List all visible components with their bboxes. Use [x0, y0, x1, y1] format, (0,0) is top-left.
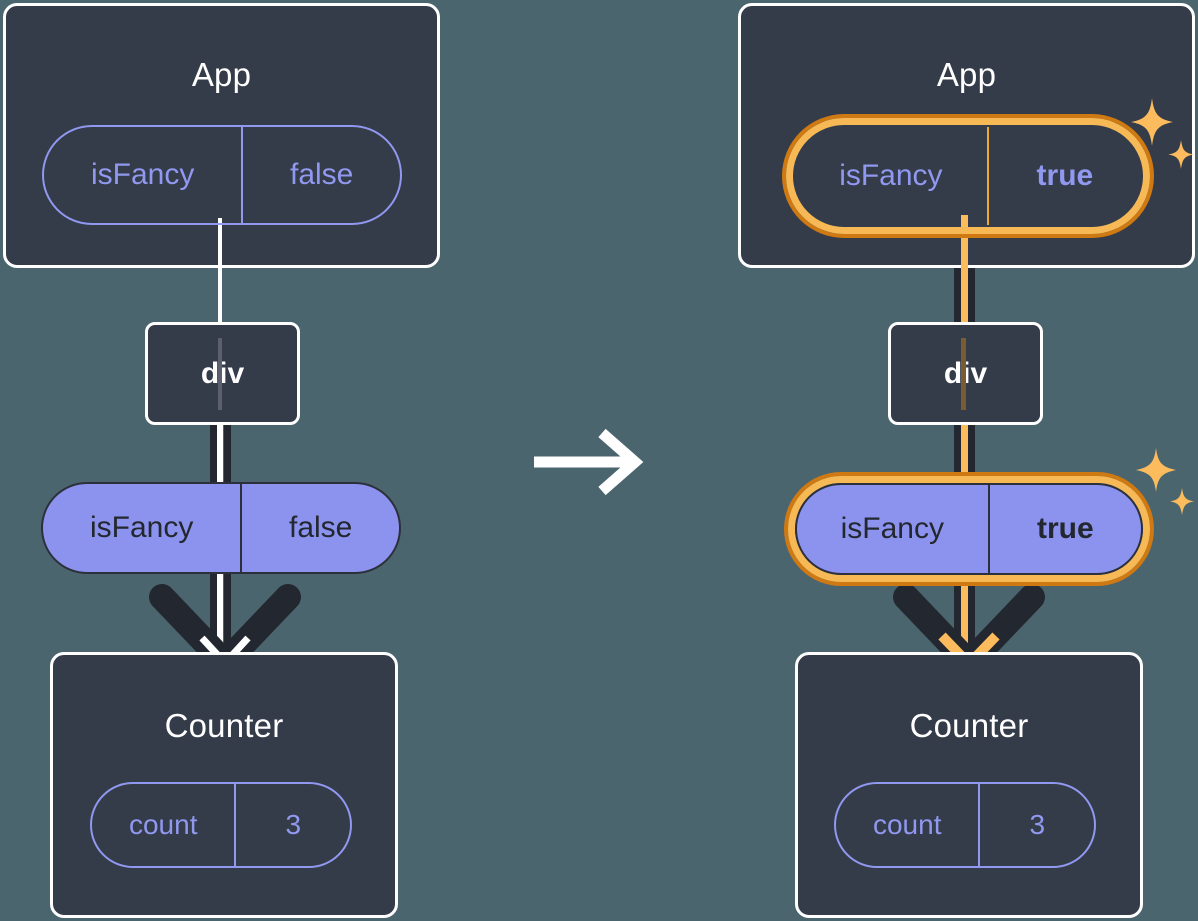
left-counter-state-key: count	[92, 784, 237, 866]
left-rail-counter-left	[210, 560, 217, 670]
left-app-stub-line	[218, 218, 222, 268]
left-div-inner-line	[218, 338, 222, 410]
right-rail-div-left	[954, 420, 961, 492]
transition-right-arrow-icon	[534, 428, 644, 496]
left-app-title: App	[191, 56, 252, 93]
left-line-app-to-div	[218, 266, 222, 326]
right-line-app-to-div-orange	[961, 215, 968, 328]
right-prop-value: true	[1036, 512, 1094, 545]
right-rail-div-right	[968, 420, 975, 492]
right-line-div-to-pill-orange	[961, 420, 968, 492]
sparkle-small-icon	[1168, 140, 1194, 169]
left-line-pill-to-counter-inner	[217, 560, 223, 660]
left-prop-pill[interactable]: isFancy false	[41, 482, 401, 574]
right-rail-counter-left	[954, 560, 961, 670]
right-counter-state-pill[interactable]: count 3	[834, 782, 1096, 868]
left-prop-key: isFancy	[43, 484, 243, 572]
left-div-label: div	[200, 356, 245, 390]
sparkle-large-icon	[1131, 98, 1173, 146]
left-counter-state-value: 3	[285, 809, 302, 840]
left-app-state-pill[interactable]: isFancy false	[42, 125, 402, 225]
right-app-sparkle-group	[1131, 98, 1194, 169]
right-prop-pill[interactable]: isFancy true	[795, 483, 1143, 575]
right-counter-title: Counter	[909, 707, 1029, 744]
left-counter-title: Counter	[164, 707, 284, 744]
right-app-state-key: isFancy	[795, 127, 989, 225]
left-div-box[interactable]: div	[145, 322, 300, 425]
sparkle-small-icon	[1170, 488, 1194, 515]
right-rail-app-right	[968, 228, 975, 328]
left-prop-value: false	[288, 511, 353, 544]
left-rail-counter-right	[224, 560, 231, 670]
right-counter-state-key: count	[836, 784, 981, 866]
left-rail-div-right	[224, 420, 231, 492]
right-app-title: App	[936, 56, 997, 93]
left-app-state-key: isFancy	[44, 127, 244, 223]
left-rail-div-left	[210, 420, 217, 492]
right-prop-key: isFancy	[797, 485, 990, 573]
right-prop-sparkle-group	[1136, 448, 1194, 515]
left-line-div-to-pill-inner	[217, 420, 223, 492]
right-rail-app-left	[954, 228, 961, 328]
right-app-state-pill[interactable]: isFancy true	[793, 125, 1143, 227]
right-line-pill-to-counter-orange	[961, 560, 968, 660]
right-rail-counter-right	[968, 560, 975, 670]
right-app-state-value: true	[1036, 159, 1094, 192]
right-div-inner-line	[961, 338, 966, 410]
left-app-state-value: false	[289, 158, 354, 191]
left-counter-state-pill[interactable]: count 3	[90, 782, 352, 868]
right-counter-state-value: 3	[1029, 809, 1046, 840]
sparkle-large-icon	[1136, 448, 1176, 492]
